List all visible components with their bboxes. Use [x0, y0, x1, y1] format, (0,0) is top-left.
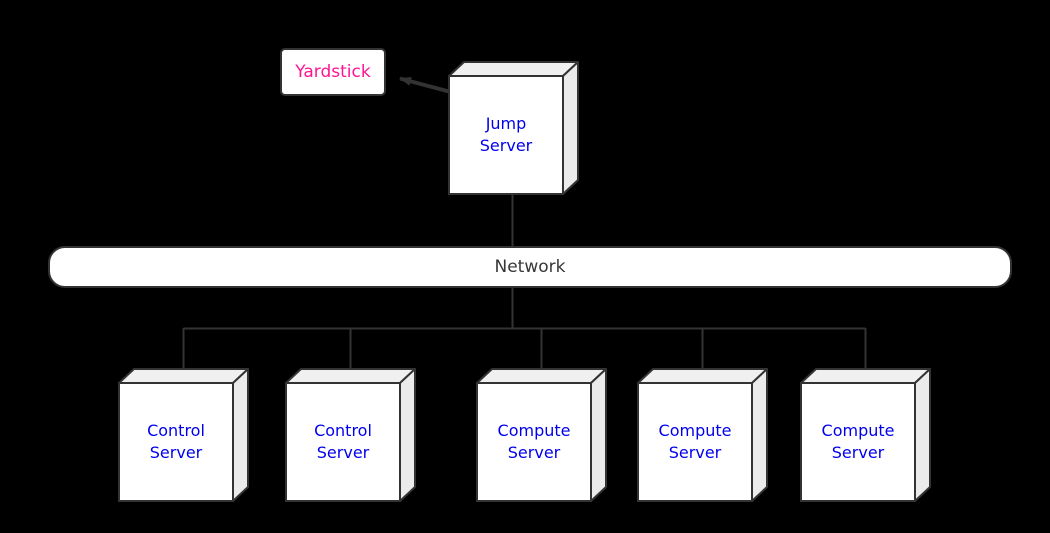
- compute-server-2-label: Compute Server: [658, 421, 732, 462]
- yardstick-box: Yardstick: [280, 48, 386, 96]
- jump-server-node: Jump Server: [448, 61, 579, 195]
- server-label-wrap: Control Server: [119, 383, 233, 501]
- compute-server-1-label: Compute Server: [497, 421, 571, 462]
- compute-server-3-label: Compute Server: [821, 421, 895, 462]
- jump-server-label: Jump Server: [479, 114, 533, 155]
- box3d-icon: [637, 368, 768, 502]
- compute-server-1-node: Compute Server: [476, 368, 607, 502]
- box3d-icon: [285, 368, 416, 502]
- server-label-wrap: Control Server: [286, 383, 400, 501]
- network-label: Network: [494, 257, 566, 277]
- compute-server-2-node: Compute Server: [637, 368, 768, 502]
- control-server-1-node: Control Server: [118, 368, 249, 502]
- box3d-icon: [476, 368, 607, 502]
- control-server-2-node: Control Server: [285, 368, 416, 502]
- compute-server-3-node: Compute Server: [800, 368, 931, 502]
- control-server-2-label: Control Server: [314, 421, 372, 462]
- box3d-icon: [800, 368, 931, 502]
- server-label-wrap: Compute Server: [477, 383, 591, 501]
- box3d-icon: [118, 368, 249, 502]
- control-server-1-label: Control Server: [147, 421, 205, 462]
- server-label-wrap: Compute Server: [801, 383, 915, 501]
- network-bus: Network: [48, 246, 1012, 288]
- jump-server-label-wrap: Jump Server: [449, 76, 563, 194]
- box3d-icon: [448, 61, 579, 195]
- server-label-wrap: Compute Server: [638, 383, 752, 501]
- yardstick-label: Yardstick: [295, 62, 371, 82]
